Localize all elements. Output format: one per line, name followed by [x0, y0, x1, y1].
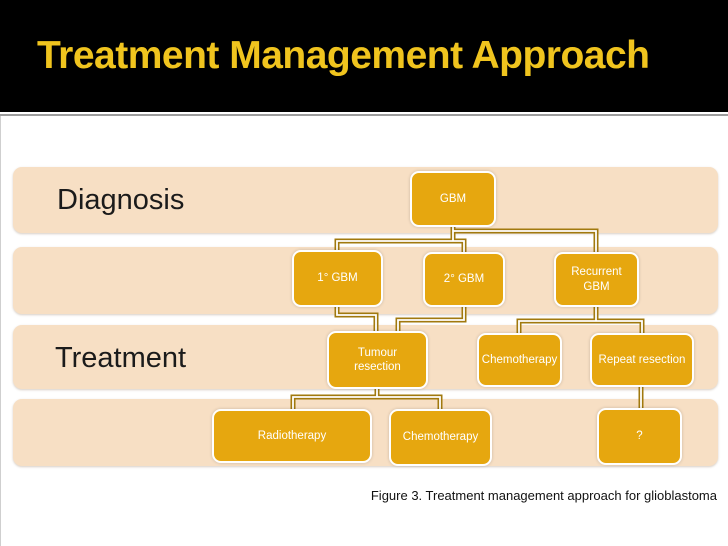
node-repeat-resection: Repeat resection [590, 333, 694, 387]
node-radiotherapy: Radiotherapy [212, 409, 372, 463]
node-secondary-gbm: 2° GBM [423, 252, 505, 307]
node-chemotherapy-adjuvant: Chemotherapy [389, 409, 492, 466]
band-diagnosis-row1 [13, 167, 718, 233]
diagnosis-label: Diagnosis [57, 184, 185, 216]
left-edge-line [0, 116, 1, 546]
node-chemotherapy-recurrent: Chemotherapy [477, 333, 562, 387]
node-gbm: GBM [410, 171, 496, 227]
figure-caption: Figure 3. Treatment management approach … [370, 488, 717, 503]
slide-title: Treatment Management Approach [37, 34, 650, 77]
header-divider-line [0, 114, 728, 116]
node-recurrent-gbm: Recurrent GBM [554, 252, 639, 307]
node-primary-gbm: 1° GBM [292, 250, 383, 307]
node-tumour-resection: Tumour resection [327, 331, 428, 389]
node-question-mark: ? [597, 408, 682, 465]
slide-header: Treatment Management Approach [0, 0, 728, 112]
treatment-label: Treatment [55, 342, 187, 374]
